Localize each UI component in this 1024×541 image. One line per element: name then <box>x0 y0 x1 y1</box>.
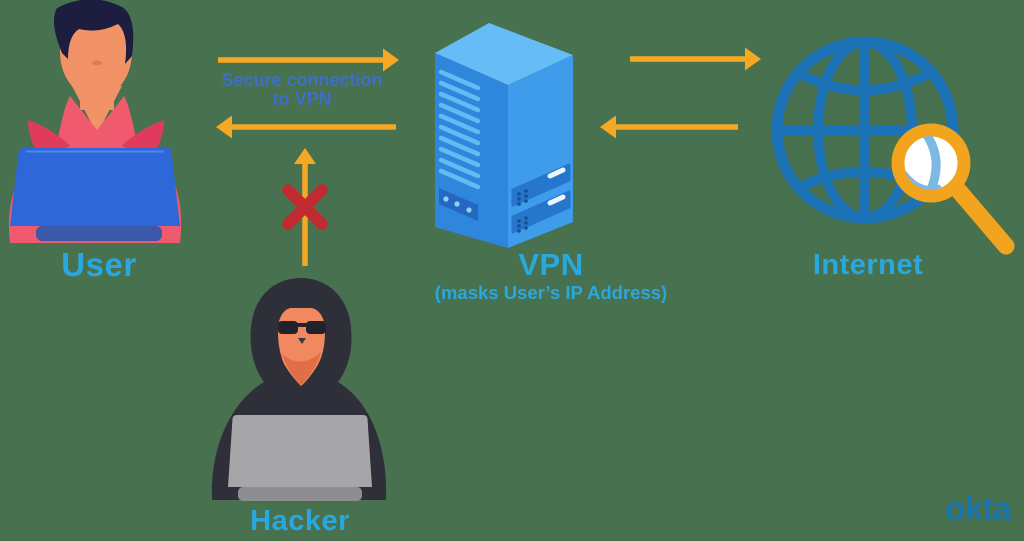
hacker-sunglasses <box>278 321 326 334</box>
secure-connection-label: Secure connection to VPN <box>207 71 397 108</box>
magnifier-handle <box>950 182 1015 255</box>
server-drive-bay-1 <box>511 163 571 207</box>
hacker-label: Hacker <box>250 505 350 537</box>
secure-connection-line1: Secure connection <box>221 70 383 90</box>
hacker-nose <box>298 338 306 344</box>
user-laptop-base <box>36 226 162 241</box>
hacker-neck-shadow <box>282 352 321 385</box>
server-top-face <box>435 23 573 85</box>
server-drive-bay-2 <box>511 190 571 234</box>
internet-label: Internet <box>812 249 924 281</box>
arrow-user-to-vpn-icon <box>218 48 399 72</box>
server-vents <box>438 69 481 190</box>
user-mouth <box>92 60 102 66</box>
hacker-laptop-icon <box>228 415 372 487</box>
user-chest <box>72 86 122 134</box>
user-laptop-icon <box>10 148 180 226</box>
arrow-internet-to-vpn-icon <box>600 115 738 139</box>
vpn-server-icon <box>435 23 573 248</box>
user-label: User <box>61 246 137 283</box>
arrow-vpn-to-internet-icon <box>630 47 761 71</box>
user-illustration <box>9 0 182 243</box>
arrow-vpn-to-user-icon <box>216 115 396 139</box>
magnifier-icon <box>891 123 1015 255</box>
vpn-label: VPN <box>518 247 584 282</box>
hacker-laptop-base <box>238 487 362 501</box>
server-bottom-panel <box>439 188 478 221</box>
secure-connection-line2: to VPN <box>272 88 332 109</box>
user-hair <box>53 0 134 64</box>
internet-globe-icon <box>771 36 1015 255</box>
hacker-illustration <box>211 278 387 501</box>
okta-logo: okta <box>945 490 1011 527</box>
vpn-sublabel: (masks User’s IP Address) <box>434 282 668 303</box>
blocked-x-icon <box>282 184 328 230</box>
